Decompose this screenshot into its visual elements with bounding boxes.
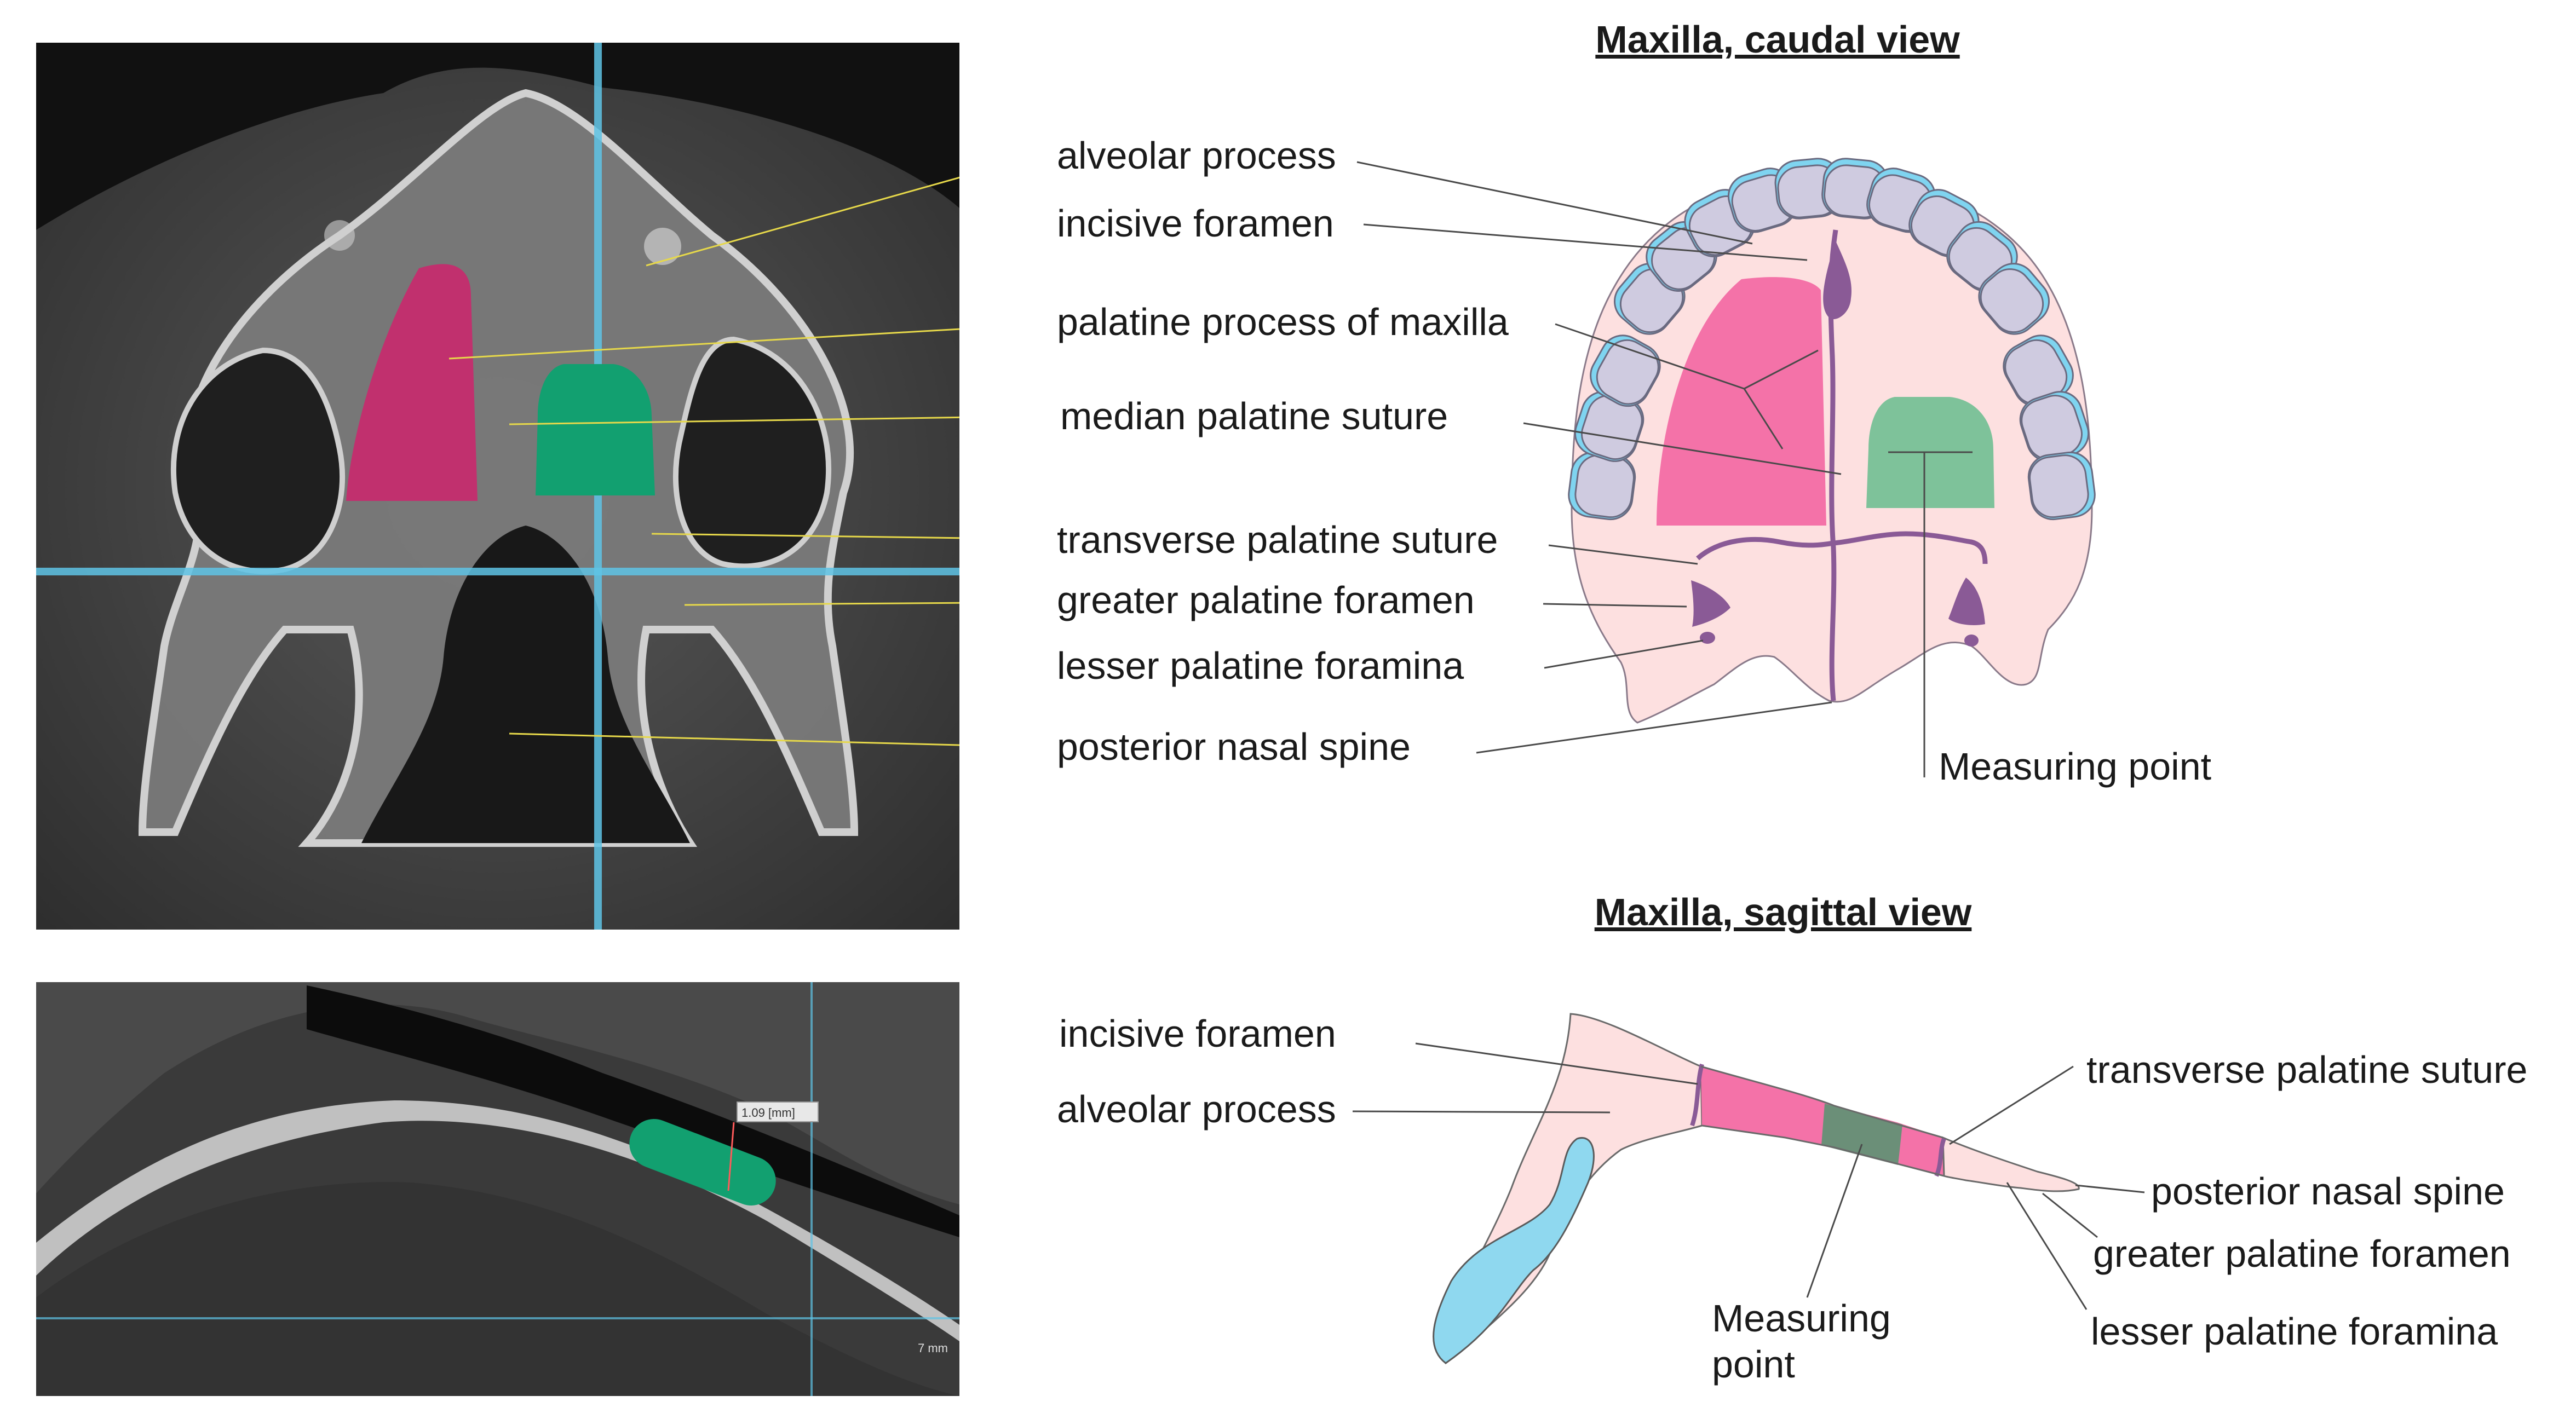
- ct-sagittal-panel: 1.09 [mm] 7 mm: [36, 982, 959, 1396]
- sag-label-transverse-palatine-suture: transverse palatine suture: [2086, 1048, 2527, 1091]
- sag-label-incisive-foramen: incisive foramen: [1059, 1012, 1336, 1055]
- caudal-view-title: Maxilla, caudal view: [1595, 18, 1960, 61]
- sag-label-greater-palatine-foramen: greater palatine foramen: [2093, 1232, 2511, 1275]
- caudal-maxilla-diagram: [1356, 158, 2096, 777]
- sag-label-measuring-line1: Measuring: [1712, 1297, 1891, 1340]
- ct-nasal-airway: [361, 526, 690, 843]
- label-median-palatine-suture: median palatine suture: [1060, 395, 1448, 437]
- ct-leader-lines: [449, 176, 959, 746]
- tooth-body: [1980, 268, 2044, 333]
- caudal-lesser-palatine-foramen-left: [1700, 632, 1715, 644]
- sagittal-view-title: Maxilla, sagittal view: [1595, 891, 1972, 933]
- tooth: [2027, 451, 2096, 521]
- sag-label-posterior-nasal-spine: posterior nasal spine: [2151, 1170, 2505, 1213]
- caudal-lesser-palatine-foramen-right: [1964, 634, 1979, 647]
- ct-palatine-process-segmentation: [346, 264, 478, 501]
- ct-sagittal-palate-bone: [36, 1100, 959, 1341]
- sagittal-horizontal-plate: [1942, 1136, 2080, 1192]
- label-lesser-palatine-foramina: lesser palatine foramina: [1057, 644, 1464, 687]
- ct-bone-outline: [138, 89, 859, 847]
- caudal-greater-palatine-foramen-left: [1691, 580, 1730, 627]
- tooth: [1568, 451, 1636, 521]
- sagittal-palate-outline: [1700, 1065, 1945, 1177]
- ct-foramen-dot: [644, 228, 681, 265]
- sagittal-palatine-process: [1701, 1066, 1944, 1176]
- caudal-labels: alveolar process incisive foramen palati…: [1057, 134, 2211, 788]
- ct-measurement-value: 1.09 [mm]: [741, 1106, 795, 1120]
- sagittal-maxilla-diagram: [1352, 1013, 2145, 1365]
- ct-measuring-segmentation: [536, 364, 655, 495]
- ct-right-sinus: [673, 336, 832, 569]
- sagittal-labels: incisive foramen alveolar process transv…: [1057, 1012, 2527, 1386]
- caudal-palatine-process: [1657, 277, 1826, 526]
- ct-measurement-box: [737, 1101, 819, 1122]
- label-posterior-nasal-spine: posterior nasal spine: [1057, 725, 1411, 768]
- tooth-body: [2029, 454, 2089, 518]
- caudal-teeth: [1568, 158, 2096, 521]
- ct-sagittal-tongue: [36, 1182, 959, 1396]
- tooth: [1978, 263, 2050, 335]
- label-alveolar-process: alveolar process: [1057, 134, 1336, 177]
- ct-scale-label: 7 mm: [918, 1341, 948, 1355]
- label-greater-palatine-foramen: greater palatine foramen: [1057, 579, 1475, 621]
- caudal-greater-palatine-foramen-right: [1948, 578, 1985, 625]
- ct-sagittal-measuring-segment: [629, 1118, 776, 1206]
- caudal-leader-lines: [1356, 161, 1973, 777]
- ct-foramen-dot: [324, 220, 355, 251]
- caudal-incisive-foramen: [1823, 241, 1852, 320]
- label-incisive-foramen: incisive foramen: [1057, 202, 1334, 245]
- caudal-transverse-suture: [1696, 531, 1988, 564]
- sagittal-leader-lines: [1352, 1042, 2145, 1310]
- ct-measurement-line: [727, 1122, 735, 1191]
- sag-label-alveolar-process: alveolar process: [1057, 1088, 1336, 1130]
- label-transverse-palatine-suture: transverse palatine suture: [1057, 518, 1498, 561]
- ct-axial-panel: [36, 43, 959, 930]
- label-measuring-point: Measuring point: [1939, 745, 2211, 788]
- tooth-body: [1596, 339, 1659, 405]
- tooth: [2003, 334, 2074, 407]
- sagittal-incisive-suture: [1690, 1063, 1704, 1127]
- label-palatine-process: palatine process of maxilla: [1057, 301, 1509, 343]
- ct-sagittal-upper-tissue: [36, 982, 959, 1204]
- sag-label-lesser-palatine-foramina: lesser palatine foramina: [2091, 1310, 2498, 1353]
- sagittal-transverse-suture: [1934, 1138, 1946, 1177]
- sagittal-tooth: [1433, 1137, 1595, 1364]
- ct-air-region: [36, 43, 959, 230]
- tooth-body: [1574, 454, 1635, 518]
- sagittal-measuring-segment: [1821, 1104, 1902, 1165]
- ct-sagittal-airway: [307, 985, 959, 1237]
- tooth: [1574, 391, 1645, 462]
- tooth: [1590, 334, 1661, 407]
- sag-label-measuring-line2: point: [1712, 1343, 1795, 1386]
